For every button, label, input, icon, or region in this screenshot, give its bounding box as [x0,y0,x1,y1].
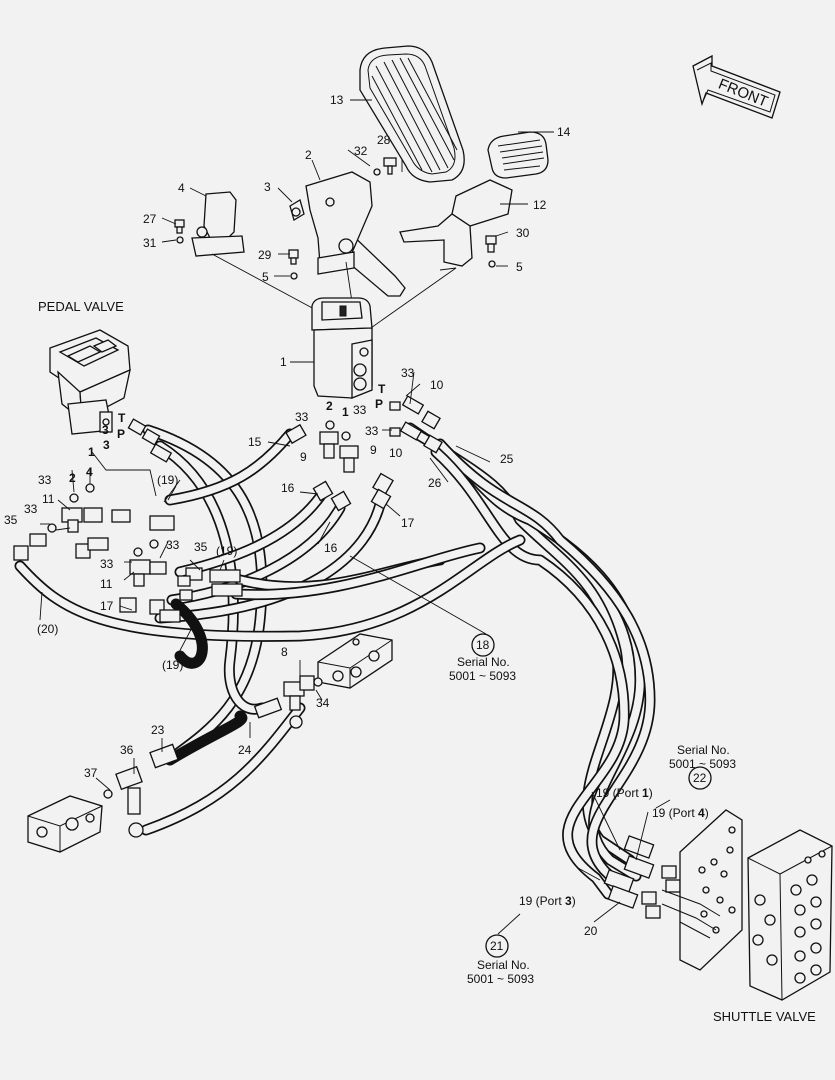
shuttle-valve [661,809,833,1001]
callout-3: 3 [264,180,271,194]
callout-18: 18 [476,638,490,652]
fittings [13,395,681,919]
callout-33-f: 33 [24,502,38,516]
callout-13: 13 [330,93,344,107]
callout-19-a: (19) [157,473,178,487]
callout-32: 32 [354,144,368,158]
serial-21-range: 5001 ~ 5093 [467,972,534,986]
callout-29: 29 [258,248,272,262]
callout-17-b: 17 [100,599,114,613]
callout-33-a: 33 [401,366,415,380]
port-label-1-left: 1 [88,445,95,459]
callout-23: 23 [151,723,165,737]
serial-18-label: Serial No. [457,655,510,669]
title-pedal-valve: PEDAL VALVE [38,299,124,314]
callout-36: 36 [120,743,134,757]
part-3-hinge [289,199,305,221]
callout-25: 25 [500,452,514,466]
callout-4: 4 [178,181,185,195]
callout-16-a: 16 [281,481,295,495]
bracket-4 [191,191,245,257]
callout-26: 26 [428,476,442,490]
callout-37: 37 [84,766,98,780]
port-label-1-main: 1 [342,405,349,419]
callout-28: 28 [377,133,391,147]
callout-33-c: 33 [365,424,379,438]
callout-8: 8 [281,645,288,659]
callout-33-e: 33 [38,473,52,487]
port1-label: 19 (Port 1) [596,786,653,800]
callout-10-b: 10 [389,446,403,460]
callout-12: 12 [533,198,547,212]
port3-label: 19 (Port 3) [519,894,576,908]
callout-11-b: 11 [100,577,113,591]
port-label-4: 4 [86,465,93,479]
port-label-3b: 3 [102,423,109,437]
port-label-P-left: P [117,427,125,441]
callout-33-b: 33 [353,403,367,417]
bracket-12 [399,213,473,267]
leader-lines [39,99,671,935]
callout-16-b: 16 [324,541,338,555]
serial-18-range: 5001 ~ 5093 [449,669,516,683]
bolts-top [174,157,497,280]
callout-20: 20 [584,924,598,938]
serial-22-range: 5001 ~ 5093 [669,757,736,771]
callout-11-a: 11 [42,492,55,506]
bracket-2 [305,171,373,275]
port-label-3: 3 [103,438,110,452]
callout-27: 27 [143,212,157,226]
serial-21-label: Serial No. [477,958,530,972]
port-label-T-left: T [118,411,126,425]
callout-10-a: 10 [430,378,444,392]
callout-19-c: (19) [162,658,183,672]
pedal-valve-small [49,329,131,435]
pedal-14 [451,131,549,227]
hose-bundle [14,422,656,900]
port-label-P-main: P [375,397,383,411]
callout-19-b: (19) [216,544,237,558]
serial-22-label: Serial No. [677,743,730,757]
port4-label: 19 (Port 4) [652,806,709,820]
callout-5a: 5 [262,270,269,284]
callout-33-h: 33 [100,557,114,571]
callout-5b: 5 [516,260,523,274]
callout-21: 21 [490,939,504,953]
callout-1: 1 [280,355,287,369]
callout-34: 34 [316,696,330,710]
assembly-guide-lines [211,253,457,331]
callout-14: 14 [557,125,571,139]
callout-24: 24 [238,743,252,757]
labels: PEDAL VALVE SHUTTLE VALVE 13 14 12 28 32… [4,93,816,1024]
callout-35-a: 35 [4,513,18,527]
callout-33-g: 33 [166,538,180,552]
circled-refs [471,633,712,958]
callout-9-a: 9 [300,450,307,464]
callout-2: 2 [305,148,312,162]
callout-22: 22 [693,771,707,785]
title-shuttle-valve: SHUTTLE VALVE [713,1009,816,1024]
front-arrow: FRONT [692,54,781,119]
callout-9-b: 9 [370,443,377,457]
callout-20-paren: (20) [37,622,58,636]
callout-33-d: 33 [295,410,309,424]
callout-31: 31 [143,236,157,250]
callout-15: 15 [248,435,262,449]
port-label-2-left: 2 [69,471,76,485]
callout-17-a: 17 [401,516,415,530]
pedal-valve-body [311,297,373,399]
pedal-13 [359,45,465,183]
port-label-T-main: T [378,382,386,396]
port-label-2-main: 2 [326,399,333,413]
callout-30: 30 [516,226,530,240]
callout-35-b: 35 [194,540,208,554]
